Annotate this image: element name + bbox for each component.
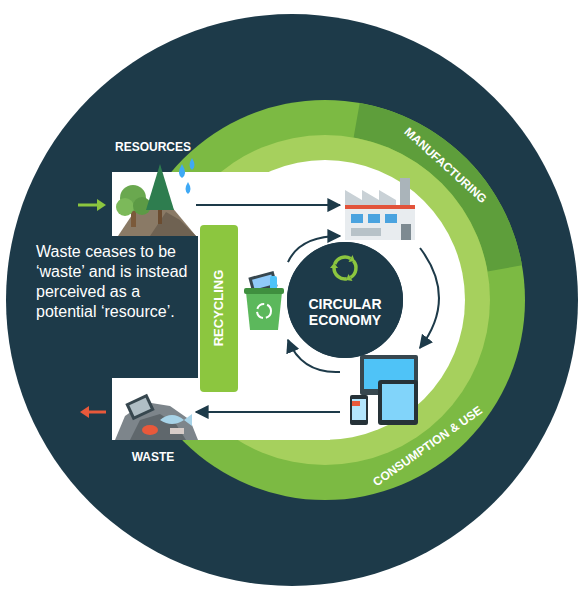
flow-arrow: [196, 411, 340, 413]
recycling-bin-icon: [257, 304, 271, 318]
devices-icon: [350, 355, 418, 425]
resources-icon: [186, 182, 191, 194]
waste-icon: [115, 394, 198, 440]
factory-icon: [351, 228, 381, 236]
recycling-band: [200, 225, 238, 392]
inner-circle: [287, 242, 403, 358]
flow-arrow: [196, 204, 340, 206]
recycle-symbol: [335, 257, 351, 264]
recycling-bin-icon: [244, 288, 284, 294]
green-ring: [185, 160, 465, 440]
output-arrow: [80, 406, 89, 418]
resources-node: RESOURCES: [110, 138, 196, 238]
note-text: Waste ceases to be ‘waste’ and is instea…: [36, 242, 194, 322]
factory-icon: [345, 178, 415, 240]
recycle-symbol: [329, 261, 347, 283]
stage-label: CONSUMPTION & USE: [371, 404, 485, 490]
recycling-bin-icon: [244, 271, 284, 330]
factory-icon: [345, 205, 415, 209]
stage-label: WASTE: [132, 451, 175, 465]
flow-arrow: [288, 236, 340, 262]
factory-icon: [401, 224, 411, 240]
circle-outline: [288, 243, 402, 357]
stage-label: RECYCLING: [212, 270, 227, 347]
resources-icon: [146, 164, 174, 210]
waste-icon: [142, 425, 158, 435]
devices-icon: [352, 401, 360, 406]
waste-icon: [129, 398, 150, 416]
inner-circle: [287, 242, 403, 358]
waste-icon: [160, 414, 192, 426]
recycling-band: [200, 225, 238, 392]
manufacturing-band: MANUFACTURING: [340, 118, 505, 248]
resources-icon: [116, 158, 196, 236]
factory-icon: [385, 214, 397, 223]
factory-icon: [345, 205, 415, 240]
devices-icon: [382, 384, 414, 420]
output-arrow: [80, 406, 106, 418]
input-arrow: [78, 204, 98, 207]
green-ring: [160, 135, 490, 465]
recycling-bin-icon: [246, 292, 282, 330]
flow-arrow: [420, 248, 439, 348]
waste-node: WASTE: [110, 378, 196, 470]
devices-icon: [350, 395, 368, 425]
stage-label: MANUFACTURING: [401, 125, 489, 206]
devices-icon: [352, 399, 366, 420]
resources-icon: [158, 208, 162, 224]
resources-icon: [116, 198, 134, 216]
resources-icon: [150, 212, 196, 236]
resources-icon: [179, 164, 185, 178]
consumption-band: CONSUMPTION & USE: [340, 348, 510, 494]
waste-icon: [170, 428, 184, 434]
recycling-band: RECYCLING: [198, 222, 288, 394]
recycle-symbol: [329, 255, 362, 283]
factory-icon: [351, 214, 363, 223]
recycle-symbol: [335, 255, 355, 264]
economy-circle: CIRCULAR ECONOMY: [287, 242, 403, 358]
background-disc: [6, 14, 578, 586]
recycling-bin-icon: [270, 276, 277, 290]
stage-label: CIRCULAR ECONOMY: [297, 296, 393, 328]
input-arrow: [78, 199, 106, 211]
resources-icon: [190, 158, 195, 170]
factory-icon: [345, 190, 396, 205]
factory-icon: [368, 214, 380, 223]
output-arrow: [88, 411, 106, 414]
background-disc: [6, 14, 578, 586]
devices-icon: [378, 380, 418, 425]
input-arrow: [97, 199, 106, 211]
factory-icon: [400, 178, 410, 205]
waste-icon: [125, 394, 154, 420]
stage-label: RESOURCES: [115, 141, 191, 155]
